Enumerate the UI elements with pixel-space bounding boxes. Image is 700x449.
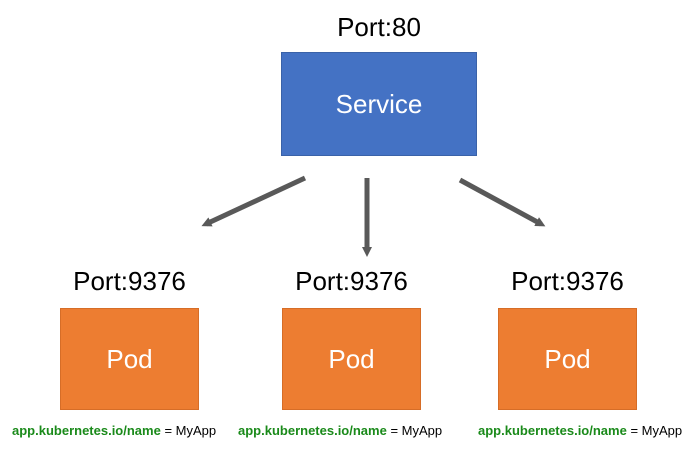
pod-node: Pod: [282, 308, 421, 410]
pod-port-label: Port:9376: [73, 266, 186, 296]
pod-selector-label: app.kubernetes.io/name = MyApp: [478, 423, 682, 439]
label-key: app.kubernetes.io/name: [478, 423, 627, 438]
label-key: app.kubernetes.io/name: [12, 423, 161, 438]
label-value: MyApp: [401, 423, 443, 438]
arrow-to-pod-3: [458, 177, 546, 227]
label-value: MyApp: [641, 423, 683, 438]
pod-selector-label: app.kubernetes.io/name = MyApp: [12, 423, 216, 439]
pod-selector-label: app.kubernetes.io/name = MyApp: [238, 423, 442, 439]
pod-node: Pod: [498, 308, 637, 410]
pod-port-label: Port:9376: [295, 266, 408, 296]
label-equals: =: [386, 423, 402, 438]
pod-label: Pod: [106, 343, 153, 374]
label-key: app.kubernetes.io/name: [238, 423, 387, 438]
pod-label: Pod: [544, 343, 591, 374]
label-value: MyApp: [175, 423, 217, 438]
arrow-to-pod-1: [201, 175, 307, 227]
service-node: Service: [281, 52, 477, 156]
label-equals: =: [160, 423, 176, 438]
pod-port-label: Port:9376: [511, 266, 624, 296]
service-label: Service: [335, 88, 423, 119]
pod-label: Pod: [328, 343, 375, 374]
pod-node: Pod: [60, 308, 199, 410]
label-equals: =: [626, 423, 642, 438]
service-port-label: Port:80: [337, 12, 421, 42]
